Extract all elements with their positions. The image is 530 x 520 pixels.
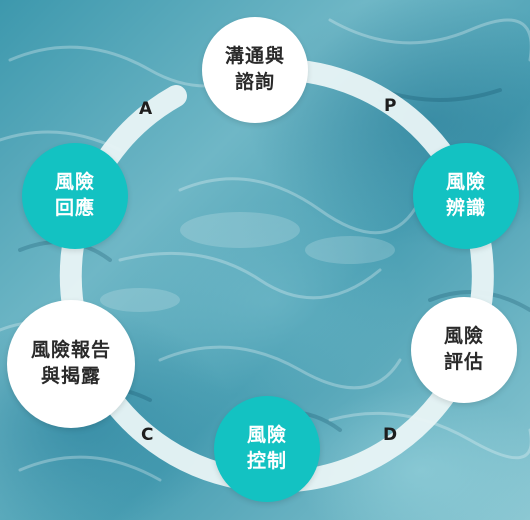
- label-c: C: [141, 425, 154, 445]
- node-response-line2: 回應: [54, 197, 95, 219]
- node-risk-assessment: 風險 評估: [411, 297, 517, 403]
- node-reporting-line2: 與揭露: [40, 365, 101, 387]
- node-risk-identification: 風險 辨識: [413, 143, 519, 249]
- label-p: P: [384, 96, 397, 116]
- node-communication-consultation: 溝通與 諮詢: [202, 17, 308, 123]
- node-identification-line1: 風險: [445, 171, 486, 194]
- node-communication-line1: 溝通與: [224, 45, 285, 68]
- node-communication-line2: 諮詢: [234, 71, 275, 93]
- node-assessment-line1: 風險: [443, 325, 484, 348]
- node-assessment-line2: 評估: [443, 351, 484, 373]
- label-a: A: [139, 99, 153, 119]
- label-d: D: [383, 425, 398, 445]
- node-risk-response: 風險 回應: [22, 143, 128, 249]
- node-risk-control: 風險 控制: [214, 396, 320, 502]
- node-risk-reporting-disclosure: 風險報告 與揭露: [7, 300, 135, 428]
- node-control-line2: 控制: [246, 450, 287, 472]
- node-response-line1: 風險: [54, 171, 95, 194]
- node-control-line1: 風險: [246, 424, 287, 447]
- node-identification-line2: 辨識: [445, 197, 486, 219]
- node-reporting-line1: 風險報告: [30, 339, 111, 362]
